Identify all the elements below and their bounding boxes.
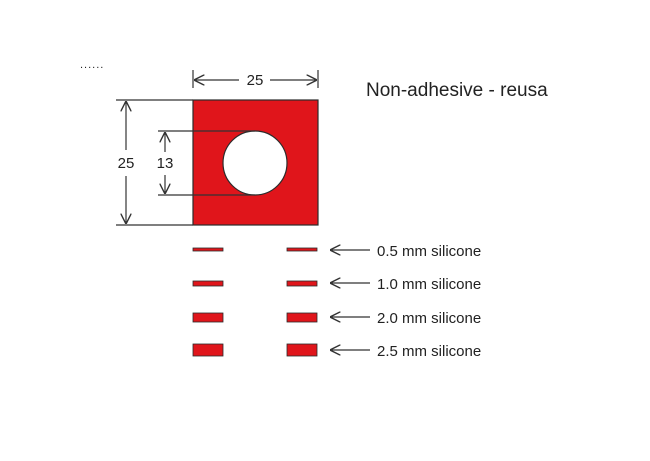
thickness-bar-right: [286, 343, 318, 357]
thickness-row-0: 0.5 mm silicone: [192, 243, 481, 260]
thickness-label: 1.0 mm silicone: [377, 276, 481, 293]
thickness-bar-left: [192, 247, 224, 252]
thickness-label: 2.5 mm silicone: [377, 343, 481, 360]
thickness-row-2: 2.0 mm silicone: [192, 310, 481, 327]
hole-label: 13: [157, 155, 174, 172]
thickness-bar-left: [192, 280, 224, 287]
thickness-bar-left: [192, 312, 224, 323]
thickness-row-3: 2.5 mm silicone: [192, 343, 481, 360]
thickness-bar-right: [286, 280, 318, 287]
thickness-bar-left: [192, 343, 224, 357]
thickness-row-1: 1.0 mm silicone: [192, 276, 481, 293]
thickness-label: 2.0 mm silicone: [377, 310, 481, 327]
thickness-label: 0.5 mm silicone: [377, 243, 481, 260]
thickness-bar-right: [286, 312, 318, 323]
height-dimension: 25: [116, 99, 193, 226]
thickness-bar-right: [286, 247, 318, 252]
height-label: 25: [118, 155, 135, 172]
material-title: Non-adhesive - reusa: [366, 80, 548, 101]
width-label: 25: [247, 72, 264, 89]
spacer-hole: [222, 130, 288, 196]
hole-dimension: 13: [157, 130, 255, 196]
cropped-text-fragment: ......: [80, 59, 104, 71]
width-dimension: 25: [192, 70, 319, 89]
